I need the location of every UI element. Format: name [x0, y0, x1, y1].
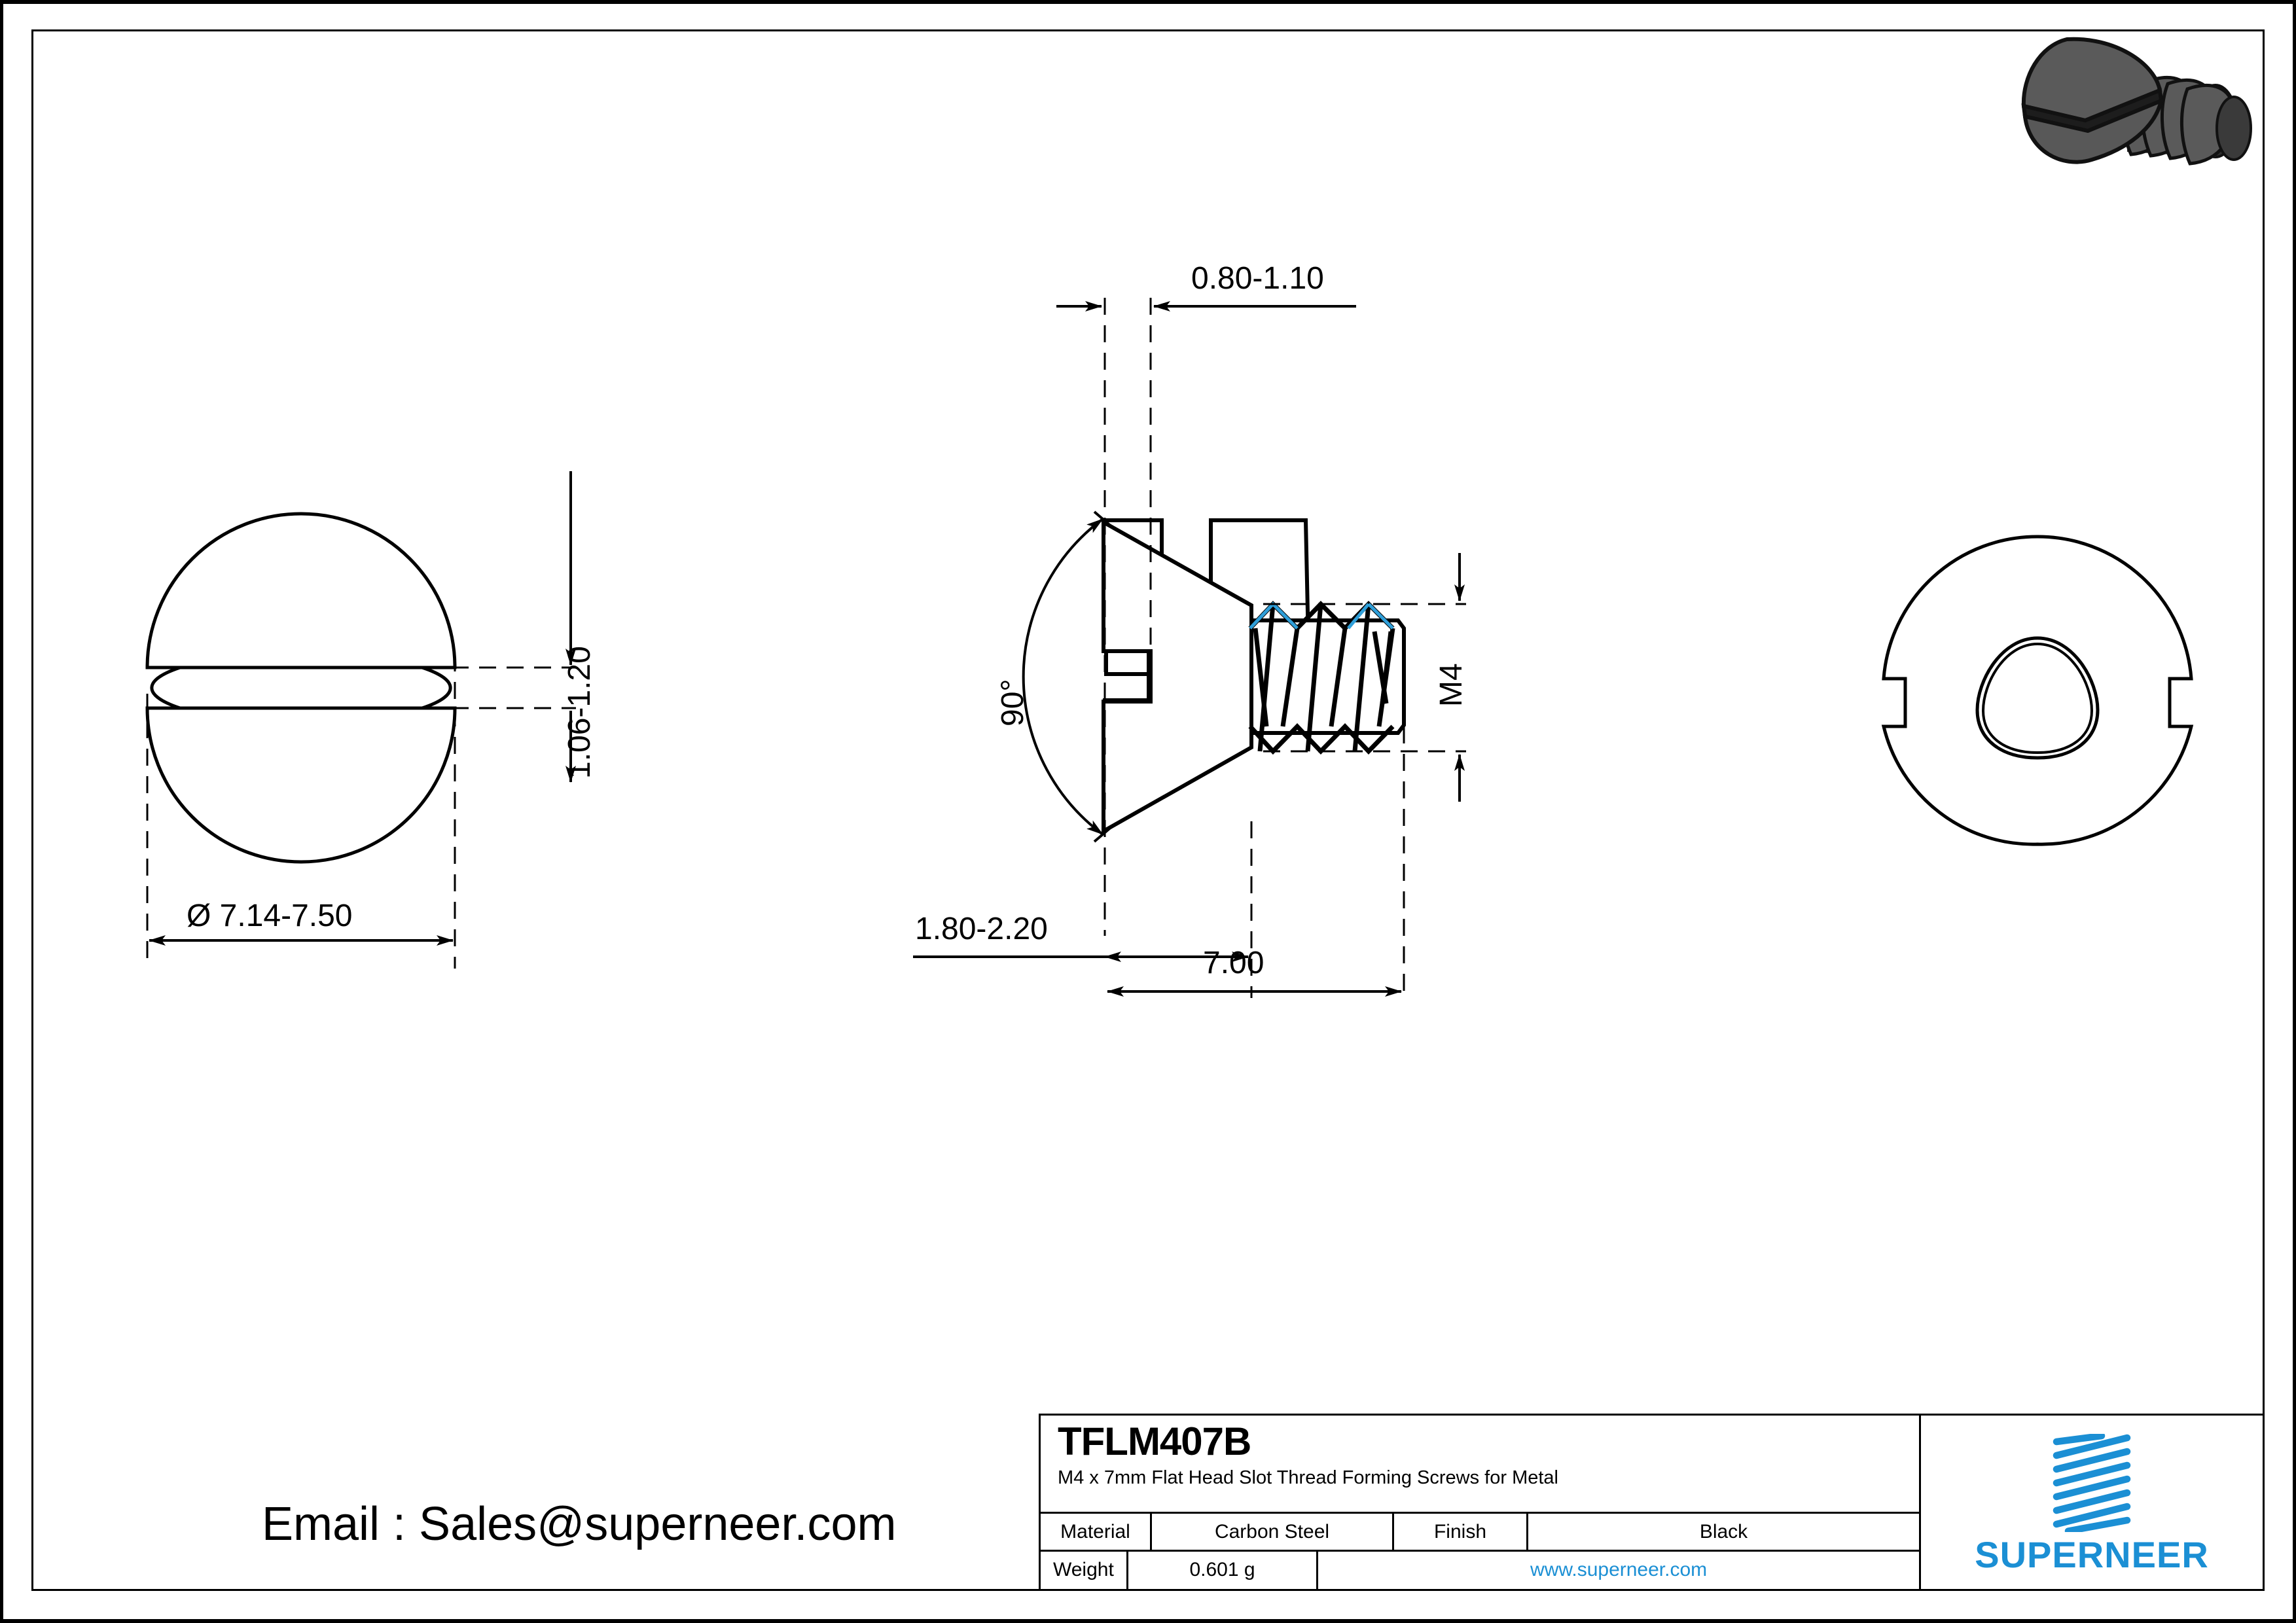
brand-wordmark: SUPERNEER [1975, 1534, 2209, 1575]
part-number: TFLM407B [1058, 1419, 1251, 1463]
website-link[interactable]: www.superneer.com [1530, 1559, 1708, 1581]
part-description: M4 x 7mm Flat Head Slot Thread Forming S… [1058, 1467, 1558, 1488]
page-edge-top [0, 0, 2296, 4]
drawing-frame [31, 29, 2265, 1591]
weight-label: Weight [1041, 1551, 1128, 1589]
finish-value: Black [1699, 1520, 1748, 1543]
material-label: Material [1041, 1514, 1152, 1550]
page-edge-left [0, 0, 3, 1623]
email-text: Email : Sales@superneer.com [262, 1498, 897, 1550]
dim-head-diameter: Ø 7.14-7.50 [187, 899, 353, 933]
material-value: Carbon Steel [1152, 1514, 1394, 1550]
title-block-left: TFLM407B M4 x 7mm Flat Head Slot Thread … [1041, 1416, 1921, 1589]
superneer-stripes-icon [2053, 1434, 2131, 1532]
brand-logo-area: SUPERNEER [1921, 1416, 2263, 1589]
page-edge-right [2293, 0, 2296, 1623]
dim-slot-width: 1.06-1.20 [562, 646, 597, 779]
dim-thread-size: M4 [1434, 663, 1469, 707]
weight-value: 0.601 g [1128, 1551, 1319, 1589]
dim-head-angle: 90° [996, 679, 1030, 726]
dim-shank-length: 7.00 [1203, 946, 1265, 980]
title-block-row-weight: Weight 0.601 g www.superneer.com [1041, 1551, 1919, 1589]
page-edge-bottom [0, 1619, 2296, 1623]
finish-label: Finish [1394, 1514, 1528, 1550]
dim-slot-depth: 0.80-1.10 [1191, 261, 1324, 296]
title-block-heading: TFLM407B M4 x 7mm Flat Head Slot Thread … [1041, 1416, 1919, 1514]
title-block-row-material: Material Carbon Steel Finish Black [1041, 1514, 1919, 1552]
dim-head-height: 1.80-2.20 [915, 912, 1048, 946]
title-block: TFLM407B M4 x 7mm Flat Head Slot Thread … [1039, 1414, 2265, 1591]
